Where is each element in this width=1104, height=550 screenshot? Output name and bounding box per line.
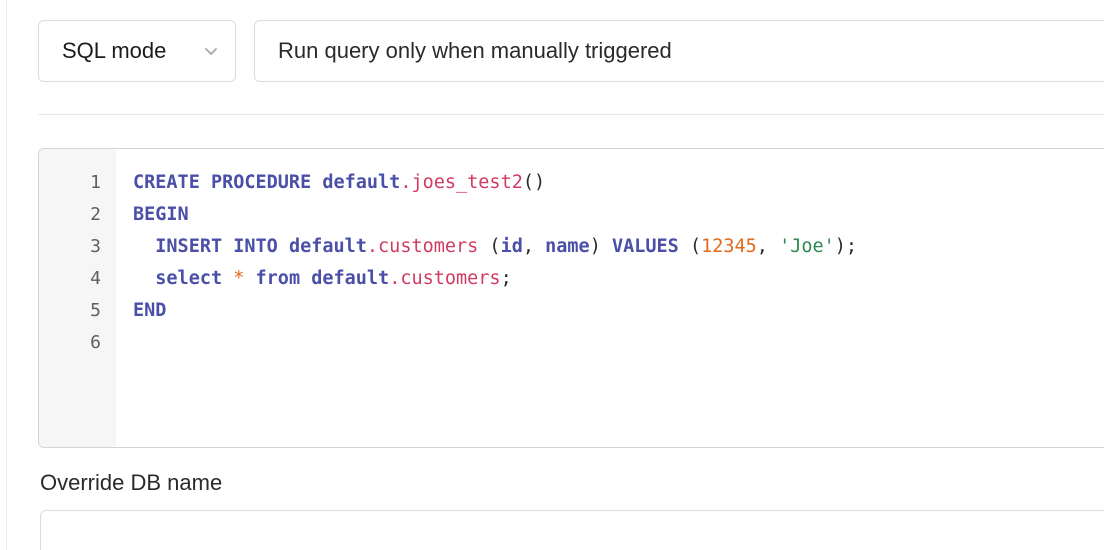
- code-token: END: [133, 300, 167, 321]
- code-token: INSERT INTO: [133, 236, 289, 257]
- line-number: 6: [90, 332, 101, 353]
- code-token: (): [522, 172, 546, 193]
- chevron-down-icon: [205, 48, 217, 55]
- code-token: VALUES: [611, 236, 679, 257]
- code-token: name: [545, 236, 590, 257]
- override-db-name-input[interactable]: [40, 510, 1104, 550]
- line-number: 2: [90, 204, 101, 225]
- code-token: default: [311, 268, 390, 289]
- code-token: ,: [756, 236, 780, 257]
- code-line[interactable]: BEGIN: [133, 199, 189, 231]
- code-line[interactable]: END: [133, 295, 166, 327]
- panel-edge: [6, 0, 7, 550]
- code-token: );: [834, 236, 858, 257]
- run-trigger-select[interactable]: Run query only when manually triggered: [254, 20, 1104, 82]
- code-token: ;: [500, 268, 512, 289]
- code-token: 12345: [701, 236, 757, 257]
- code-token: CREATE PROCEDURE: [133, 172, 323, 193]
- code-token: from: [244, 268, 312, 289]
- mode-select-value: SQL mode: [62, 38, 167, 63]
- code-token: 'Joe': [779, 236, 835, 257]
- line-number: 1: [90, 172, 101, 193]
- code-token: ): [589, 236, 612, 257]
- code-line[interactable]: CREATE PROCEDURE default.joes_test2(): [133, 167, 545, 199]
- line-number: 4: [90, 268, 101, 289]
- code-token: (: [678, 236, 702, 257]
- mode-select[interactable]: SQL mode: [38, 20, 236, 82]
- code-token: id: [500, 236, 523, 257]
- sql-code-editor[interactable]: 1 2 3 4 5 6 CREATE PROCEDURE default.joe…: [38, 148, 1104, 448]
- divider: [38, 114, 1104, 115]
- line-number-gutter: 1 2 3 4 5 6: [39, 149, 116, 447]
- code-token: select: [133, 268, 234, 289]
- code-token: .customers: [366, 236, 479, 257]
- line-number: 5: [90, 300, 101, 321]
- code-token: ,: [522, 236, 546, 257]
- line-number: 3: [90, 236, 101, 257]
- code-line[interactable]: INSERT INTO default.customers (id, name)…: [133, 231, 857, 263]
- code-token: default: [288, 236, 367, 257]
- code-token: (: [478, 236, 501, 257]
- code-line[interactable]: select * from default.customers;: [133, 263, 512, 295]
- code-token: *: [233, 268, 245, 289]
- code-token: default: [322, 172, 401, 193]
- run-trigger-select-value: Run query only when manually triggered: [278, 38, 672, 63]
- code-token: BEGIN: [133, 204, 189, 225]
- override-db-name-label: Override DB name: [40, 470, 223, 495]
- code-token: .joes_test2: [400, 172, 523, 193]
- code-token: .customers: [389, 268, 501, 289]
